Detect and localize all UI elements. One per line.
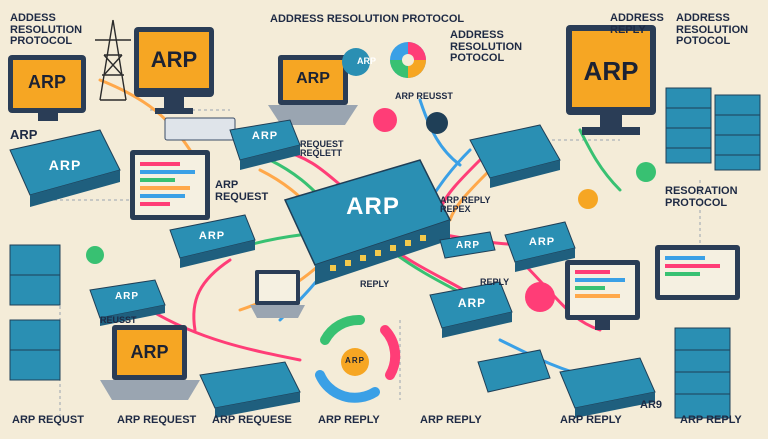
title-top-left: ADDESS RESOLUTION PROTOCOL (10, 12, 83, 48)
bottom-label-7: AR9 (640, 399, 663, 411)
screen-label-top-right: ARP (583, 56, 639, 86)
badge-right (578, 189, 598, 209)
router-arp-small (439, 231, 496, 259)
right-router-b-label: ARP (457, 296, 487, 310)
mid-router-label: ARP (251, 130, 279, 142)
spiral-badge-top (373, 108, 397, 132)
monitor-code-left (130, 150, 210, 220)
left-router-label: ARP (198, 230, 226, 242)
switch-top-right (469, 124, 561, 188)
reply-right-label: REPLY (480, 277, 510, 287)
bottom-label-5: ARP REPLY (420, 414, 482, 426)
router-right-mid (504, 221, 576, 272)
bottom-label-6: ARP REPLY (560, 414, 622, 426)
tower-icon (95, 19, 131, 101)
switch-left (9, 129, 121, 207)
bottom-label-8: ARP REPLY (680, 414, 742, 426)
monitor-code-right (565, 260, 640, 330)
arp-reply-mid: ARP REPLY REPEX (440, 195, 491, 215)
bottom-label-1: ARP REQUST (12, 414, 84, 426)
right-router-a-label: ARP (528, 236, 556, 248)
request-small: REQUEST REQLETT (300, 139, 344, 159)
resoration-label: RESORATION PROTOCOL (665, 185, 738, 209)
router-bottom-right (559, 357, 656, 418)
screen-label-top-mid: ARP (150, 47, 198, 72)
router-bottom-left (199, 361, 301, 418)
reusst-small-label: REUSST (100, 315, 137, 325)
router-left-mid (169, 214, 256, 268)
left-switch-label: ARP (48, 157, 82, 173)
main-title: ADDRESS RESOLUTION PROTOCOL (270, 13, 465, 25)
cycle-hub-icon (341, 348, 369, 376)
cycle-arrows (315, 314, 401, 403)
arp-sub-label: ARP (357, 56, 377, 66)
cycle-hub-label: ARP (345, 356, 365, 365)
central-switch (283, 159, 452, 285)
bottom-label-4: ARP REPLY (318, 414, 380, 426)
spiral-badge (525, 282, 555, 312)
server-tower-bottom-right (674, 327, 731, 419)
arp-badge-top (342, 48, 370, 76)
router-bottom-center (477, 349, 551, 393)
screen-label-top-center: ARP (296, 70, 330, 87)
laptop-top-center (268, 55, 358, 125)
monitor-top-right (566, 25, 656, 135)
arp-reusst-label: ARP REUSST (395, 91, 453, 101)
title-top-right-a: ADDRESS REPLY (610, 12, 664, 36)
monitor-right (655, 245, 740, 300)
arp-left-label: ARP (10, 127, 38, 142)
title-top-mid: ADDRESS RESOLUTION POTOCOL (450, 29, 523, 65)
router-left-lower (89, 279, 166, 326)
server-rack-left (9, 244, 61, 381)
bottom-label-2: ARP REQUEST (117, 414, 197, 426)
screen-label-top-left: ARP (27, 72, 66, 92)
color-wheel-icon (390, 42, 426, 78)
left-small-router-label: ARP (114, 291, 140, 302)
server-rack-right (665, 87, 761, 171)
title-top-right-b: ADDRESS RESOLUTION POTOCOL (676, 12, 749, 48)
cloud-badge (636, 162, 656, 182)
reply-mid-label: REPLY (360, 279, 390, 289)
router-lower-center (429, 281, 513, 338)
laptop-bottom-left (100, 325, 200, 400)
central-switch-label: ARP (346, 193, 400, 220)
laptop-center-left (250, 270, 305, 318)
badge-left (86, 246, 104, 264)
screen-label-bottom-left: ARP (130, 342, 169, 362)
bottom-label-3: ARP REQUESE (212, 414, 292, 426)
mid-right-small-label: ARP (455, 240, 481, 251)
monitor-top-mid (134, 27, 236, 141)
monitor-top-left (8, 55, 86, 121)
arp-badge-mid (426, 112, 448, 134)
arp-request-mid: ARP REQUEST (215, 179, 269, 203)
router-center-left (229, 119, 301, 170)
